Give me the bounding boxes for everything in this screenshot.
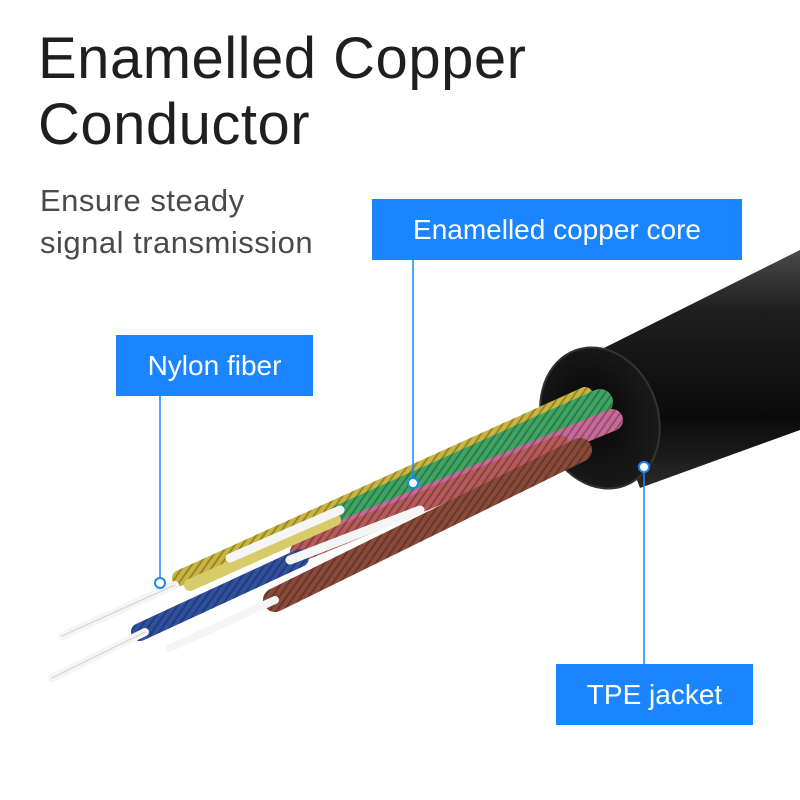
nylon-fiber-5	[285, 505, 425, 565]
callout-leaders	[154, 260, 650, 664]
callout-jacket-label: TPE jacket	[586, 678, 723, 710]
headline: Enamelled Copper Conductor	[38, 26, 526, 158]
leader-nylon-dot	[154, 577, 166, 589]
callout-enamelled-copper-core: Enamelled copper core	[372, 199, 742, 260]
subheadline-line-2: signal transmission	[40, 225, 314, 260]
headline-line-2: Conductor	[38, 92, 311, 157]
callout-nylon-label: Nylon fiber	[147, 349, 282, 381]
callout-nylon-fiber: Nylon fiber	[116, 335, 313, 396]
nylon-fiber-4	[225, 505, 345, 563]
leader-jacket-dot	[638, 461, 650, 473]
wire-bundle	[48, 387, 623, 682]
callout-core-label: Enamelled copper core	[413, 213, 701, 245]
subheadline: Ensure steady signal transmission	[40, 180, 313, 264]
nylon-fiber-3	[166, 596, 279, 652]
wire-yellow-2	[184, 514, 341, 591]
subheadline-line-1: Ensure steady	[40, 183, 245, 218]
callout-tpe-jacket: TPE jacket	[556, 664, 753, 725]
leader-core-dot	[407, 477, 419, 489]
headline-line-1: Enamelled Copper	[38, 26, 527, 91]
